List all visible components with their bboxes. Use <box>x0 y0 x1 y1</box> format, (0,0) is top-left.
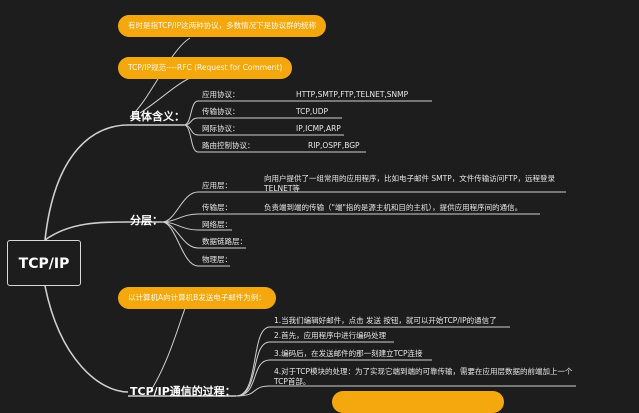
meaning-value-transport: TCP,UDP <box>296 107 329 116</box>
layer-desc-transport: 负责端到端的传输（"端"指的是源主机和目的主机），提供应用程序间的通信。 <box>264 203 523 212</box>
connector-root-meaning <box>44 124 129 241</box>
meaning-value-app: HTTP,SMTP,FTP,TELNET,SNMP <box>296 90 409 99</box>
meaning-value-ip: IP,ICMP,ARP <box>296 124 341 133</box>
connector-root-layers <box>44 221 129 241</box>
process-step-4: 4.对于TCP模块的处理：为了实现它端到端的可靠传输，需要在应用层数据的前端加上… <box>274 367 573 386</box>
meaning-label-routing: 路由控制协议： <box>202 141 255 150</box>
layer-label-network: 网络层： <box>202 220 232 229</box>
mind-map-connectors <box>44 37 576 397</box>
connector-root-process <box>44 285 129 393</box>
root-node[interactable]: TCP/IP <box>7 240 81 286</box>
process-step-3: 3.编码后，在发送邮件的那一刻建立TCP连接 <box>274 349 423 358</box>
note-rfc-text: TCP/IP规范----RFC (Request for Comment) <box>128 63 283 72</box>
note-top-text: 有时是指TCP/IP这两种协议，多数情况下是协议群的统称 <box>128 21 317 30</box>
layer-label-application: 应用层： <box>202 181 232 190</box>
layer-desc-application: 向用户提供了一组常用的应用程序，比如电子邮件 SMTP，文件传输访问FTP，远程… <box>264 174 556 193</box>
decorative-pill-partial <box>332 391 504 413</box>
branch-meaning-title[interactable]: 具体含义： <box>130 110 185 123</box>
layer-label-physical: 物理层： <box>202 255 232 264</box>
meaning-label-ip: 网际协议： <box>202 124 240 133</box>
layer-label-transport: 传输层： <box>202 203 232 212</box>
branch-process-title[interactable]: TCP/IP通信的过程： <box>130 385 236 398</box>
meaning-label-app: 应用协议： <box>202 90 240 99</box>
meaning-label-transport: 传输协议： <box>202 107 240 116</box>
note-rfc-pill: TCP/IP规范----RFC (Request for Comment) <box>118 57 293 79</box>
layer-label-datalink: 数据链路层： <box>202 237 247 246</box>
process-step-1: 1.当我们编辑好邮件，点击 发送 按钮，就可以开始TCP/IP的通信了 <box>274 316 497 325</box>
process-step-2: 2.首先，应用程序中进行编码处理 <box>274 331 387 340</box>
note-email-pill: 以计算机A向计算机B发送电子邮件为例： <box>118 287 276 309</box>
note-top-pill: 有时是指TCP/IP这两种协议，多数情况下是协议群的统称 <box>118 15 327 37</box>
branch-layers-title[interactable]: 分层： <box>130 214 163 227</box>
note-email-text: 以计算机A向计算机B发送电子邮件为例： <box>128 293 266 302</box>
meaning-value-routing: RIP,OSPF,BGP <box>308 141 360 150</box>
